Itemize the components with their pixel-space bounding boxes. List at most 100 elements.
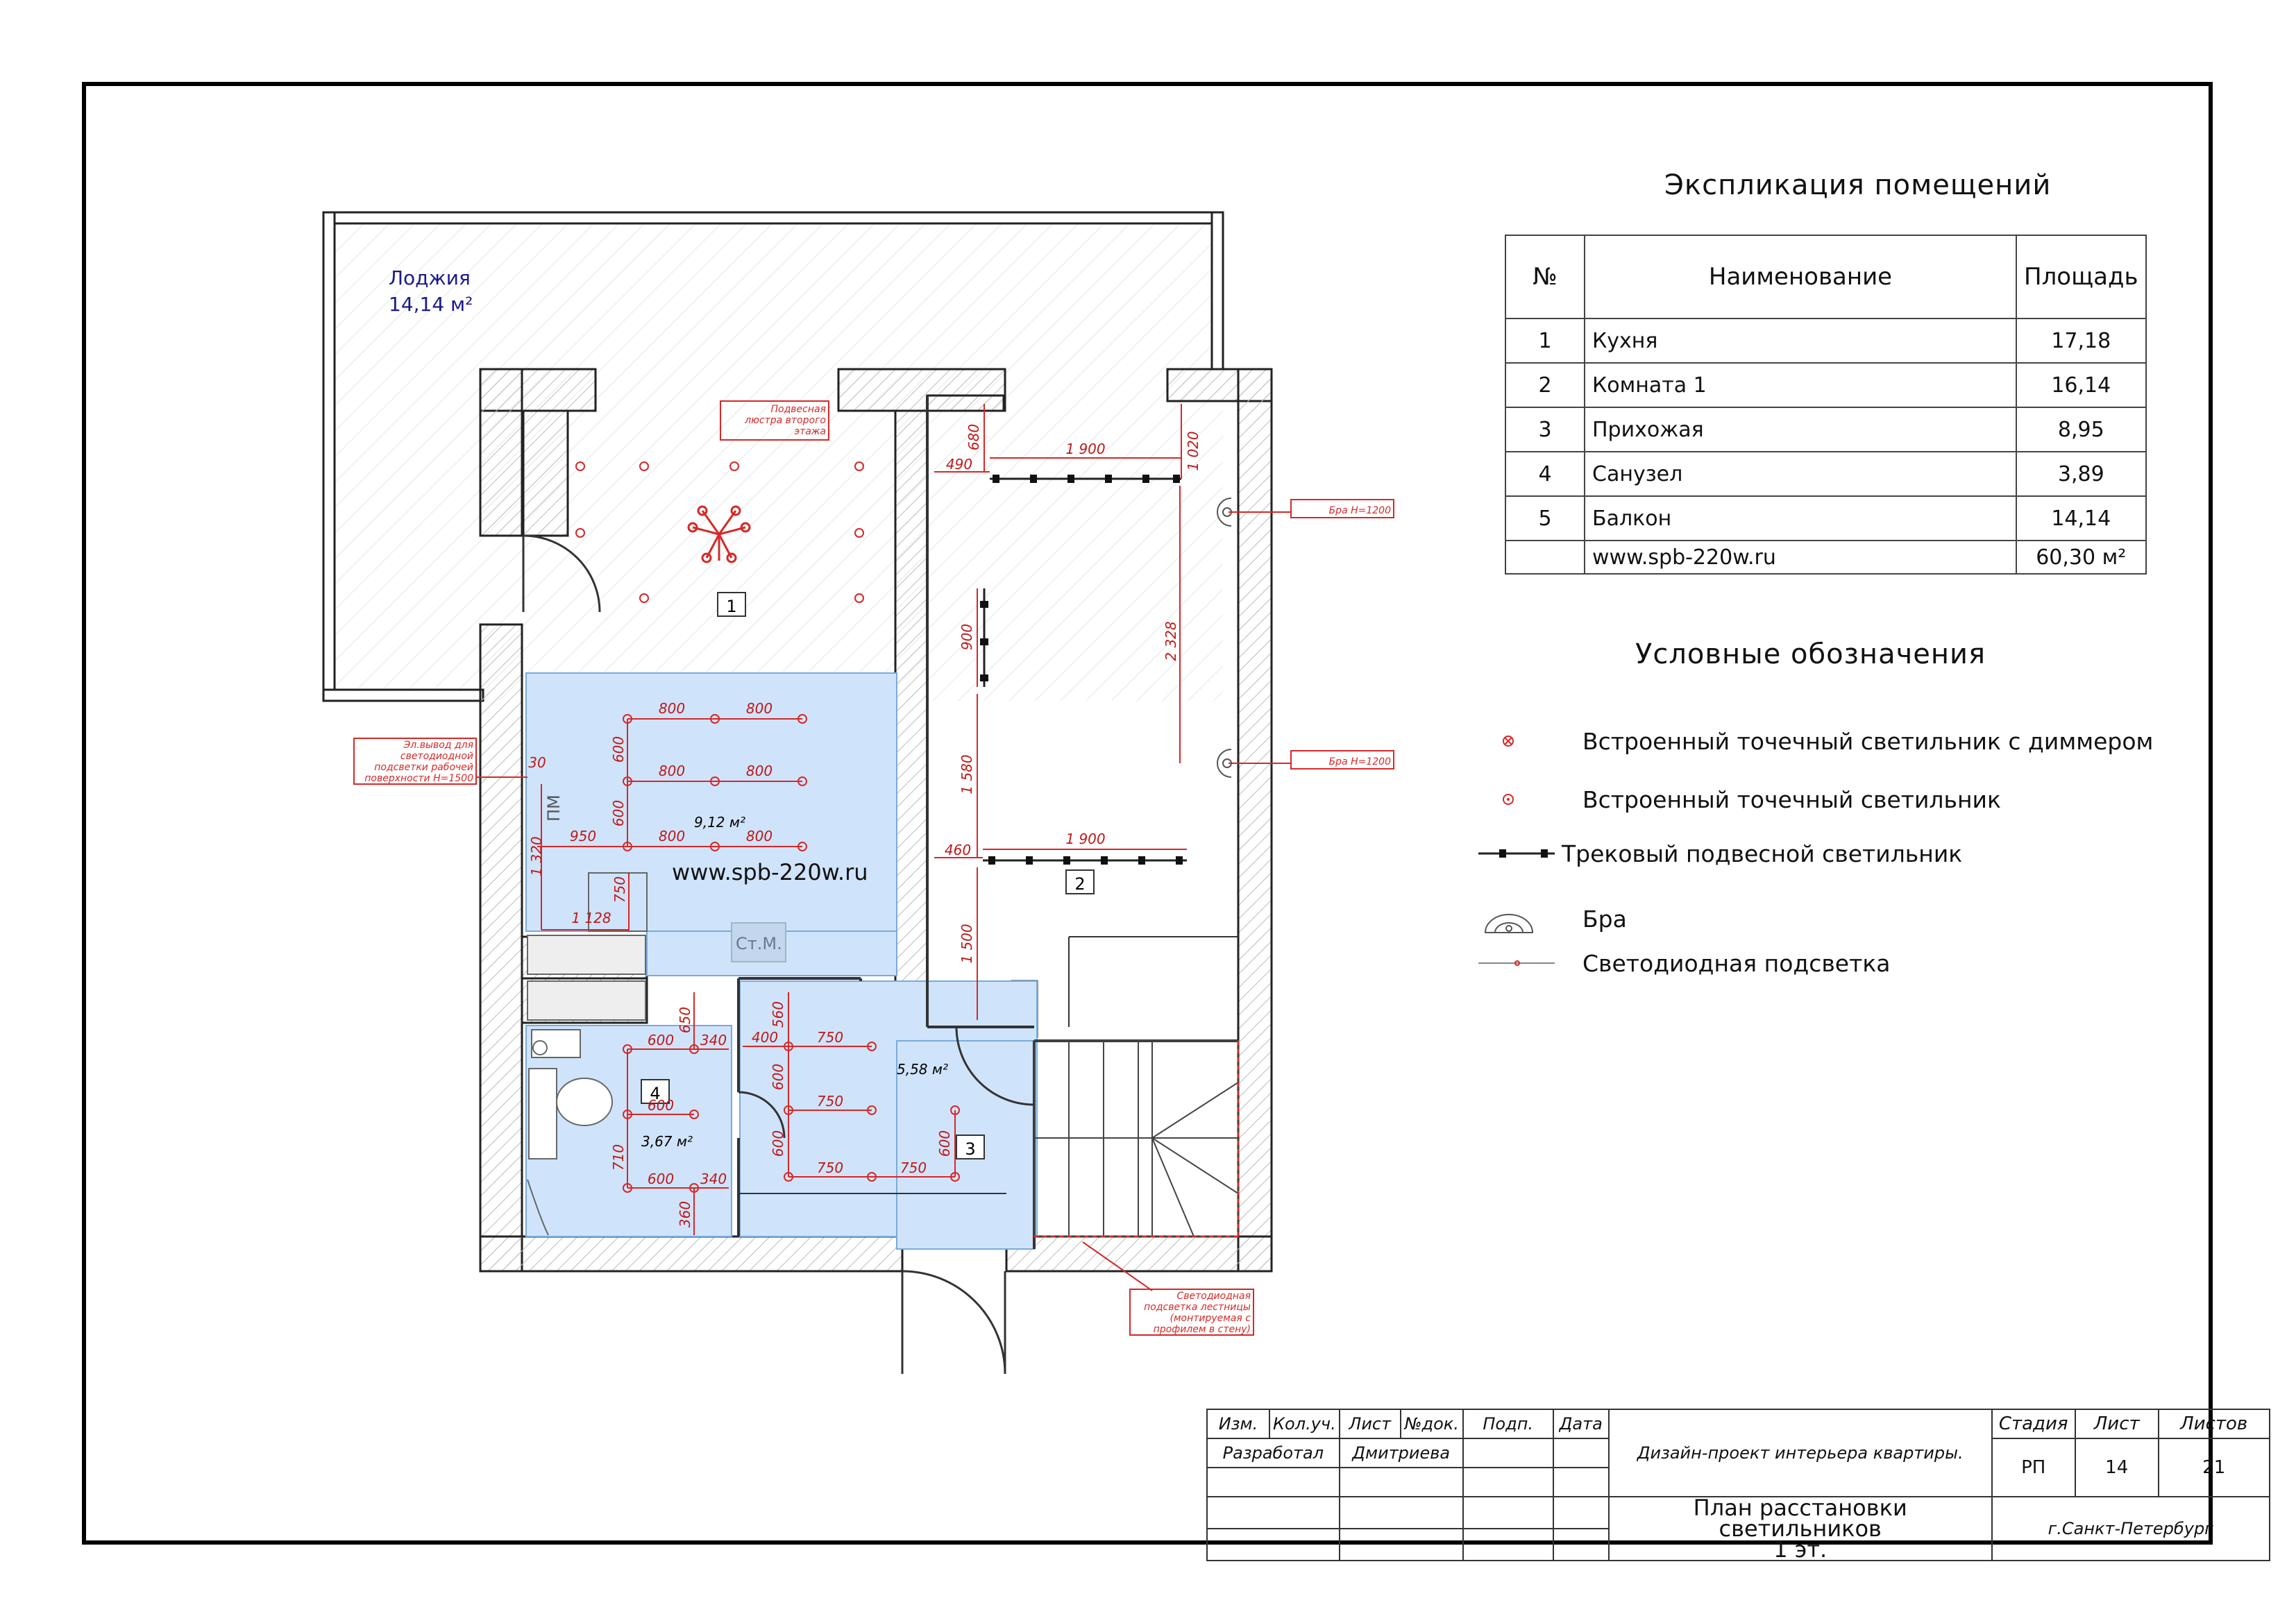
dimension-texts: 800 800 800 800 800 800 950 1 128 30 600… xyxy=(528,424,1201,1227)
dim-950: 950 xyxy=(570,828,596,844)
stamp-sheet-title-line2: 1 эт. xyxy=(1773,1536,1827,1563)
dim-900: 900 xyxy=(959,624,975,650)
stamp-author: Дмитриева xyxy=(1338,1438,1464,1468)
footer-total: 60,30 м² xyxy=(2016,540,2147,575)
legend-item: Светодиодная подсветка xyxy=(1478,942,1890,984)
stamp-project: Дизайн-проект интерьера квартиры. xyxy=(1607,1409,1993,1497)
legend-label: Встроенный точечный светильник xyxy=(1582,785,2001,813)
chandelier-icon xyxy=(687,505,751,563)
dim-360: 360 xyxy=(677,1201,693,1227)
legend-item: Бра xyxy=(1478,898,1627,940)
chandelier-note-3: этажа xyxy=(794,426,826,437)
stamp-list-h: Лист xyxy=(1338,1409,1401,1439)
stamp-stage: РП xyxy=(1991,1438,2076,1497)
legend-label: Бра xyxy=(1582,905,1627,933)
dim-710: 710 xyxy=(610,1144,627,1171)
dim-650: 650 xyxy=(677,1007,693,1033)
staircase xyxy=(1033,1040,1240,1238)
stamp-podp: Подп. xyxy=(1462,1409,1554,1439)
stamp-stage-h: Стадия xyxy=(1991,1409,2076,1439)
dim-750: 750 xyxy=(817,1159,843,1176)
plan-watermark: www.spb-220w.ru xyxy=(672,859,868,885)
legend-item: Трековый подвесной светильник xyxy=(1478,833,1962,874)
dim-400: 400 xyxy=(752,1029,778,1046)
stairs-note-3: (монтируемая с xyxy=(1170,1313,1251,1324)
sconce-note-2: Бра Н=1200 xyxy=(1329,756,1392,767)
loggia-name: Лоджия xyxy=(389,266,471,289)
legend-label: Встроенный точечный светильник с диммеро… xyxy=(1582,727,2154,755)
dim-800: 800 xyxy=(659,828,685,844)
dim-1900: 1 900 xyxy=(1065,831,1105,847)
dim-800: 800 xyxy=(746,763,773,779)
fixtures xyxy=(527,872,786,1236)
dim-460: 460 xyxy=(945,842,971,858)
stamp-sheet-title: План расстановки светильников 1 эт. xyxy=(1607,1495,1993,1563)
kitchen-area: 9,12 м² xyxy=(694,814,745,831)
stamp-ndoc: №док. xyxy=(1399,1409,1464,1439)
room-2-number: 2 xyxy=(1074,874,1085,894)
dim-490: 490 xyxy=(946,456,972,473)
table-row: 3 Прихожая 8,95 xyxy=(1505,407,2147,452)
outlet-note-1: Эл.вывод для xyxy=(403,740,473,751)
row-num: 2 xyxy=(1505,362,1585,408)
dim-600: 600 xyxy=(610,800,627,826)
row-name: Прихожая xyxy=(1584,407,2017,452)
plan-labels: Лоджия 14,14 м² 1 2 3 4 9,12 м² 5,58 м² … xyxy=(389,266,1086,1159)
dim-1320: 1 320 xyxy=(528,836,545,876)
dim-600: 600 xyxy=(648,1032,674,1048)
stamp-sheet-title-line1: План расстановки светильников xyxy=(1693,1495,1907,1542)
stairs-note-1: Светодиодная xyxy=(1176,1291,1251,1302)
header-name: Наименование xyxy=(1584,235,2017,319)
row-area: 8,95 xyxy=(2016,407,2147,452)
title-block: Изм. Кол.уч. Лист №док. Подп. Дата Дизай… xyxy=(1206,1409,2270,1561)
outlet-note-4: поверхности Н=1500 xyxy=(364,773,473,784)
dim-800: 800 xyxy=(746,828,773,844)
footer-site: www.spb-220w.ru xyxy=(1584,540,2017,575)
footer-empty xyxy=(1505,540,1585,575)
dim-800: 800 xyxy=(659,763,685,779)
bath-area: 3,67 м² xyxy=(641,1133,693,1150)
dim-560: 560 xyxy=(770,1001,786,1028)
dim-600: 600 xyxy=(648,1097,674,1114)
table-row: 4 Санузел 3,89 xyxy=(1505,451,2147,497)
legend-label: Трековый подвесной светильник xyxy=(1562,840,1963,867)
dimmer-downlight-icon xyxy=(1478,720,1569,762)
chandelier-note-2: люстра второго xyxy=(744,415,826,426)
table-row: 2 Комната 1 16,14 xyxy=(1505,362,2147,408)
dim-600: 600 xyxy=(770,1130,786,1157)
explication-title: Экспликация помещений xyxy=(1664,169,2052,201)
row-num: 1 xyxy=(1505,318,1585,364)
dim-30: 30 xyxy=(528,754,546,771)
dim-680: 680 xyxy=(965,424,982,450)
row-area: 14,14 xyxy=(2016,495,2147,541)
outlet-note-3: подсветки рабочей xyxy=(374,762,473,773)
drawing-frame xyxy=(82,82,2213,1545)
stamp-list-header: Лист xyxy=(2074,1409,2159,1439)
legend-label: Светодиодная подсветка xyxy=(1582,949,1891,977)
row-name: Балкон xyxy=(1584,495,2017,541)
room-number-boxes xyxy=(641,592,1095,1159)
table-footer: www.spb-220w.ru 60,30 м² xyxy=(1505,540,2147,575)
stamp-developer-label: Разработал xyxy=(1206,1438,1340,1468)
dim-1020: 1 020 xyxy=(1185,431,1201,470)
dim-340: 340 xyxy=(700,1032,727,1048)
stamp-kol: Кол.уч. xyxy=(1269,1409,1340,1439)
washing-machine-label: Ст.М. xyxy=(736,934,782,953)
row-num: 5 xyxy=(1505,495,1585,541)
room-3-number: 3 xyxy=(965,1139,975,1159)
legend-item: Встроенный точечный светильник xyxy=(1478,779,2001,820)
row-name: Санузел xyxy=(1584,451,2017,497)
row-num: 3 xyxy=(1505,407,1585,452)
stamp-city: г.Санкт-Петербург xyxy=(1991,1496,2270,1561)
dim-800: 800 xyxy=(659,700,685,717)
dim-600: 600 xyxy=(610,736,627,763)
annotation-boxes xyxy=(353,400,1394,1336)
track-light-icon xyxy=(1478,833,1569,874)
table-header: № Наименование Площадь xyxy=(1505,235,2147,319)
legend-item: Встроенный точечный светильник с диммеро… xyxy=(1478,720,2153,762)
dim-1128: 1 128 xyxy=(571,910,611,926)
stamp-data: Дата xyxy=(1552,1409,1610,1439)
loggia-area: 14,14 м² xyxy=(389,293,473,316)
dim-1580: 1 580 xyxy=(959,754,975,794)
